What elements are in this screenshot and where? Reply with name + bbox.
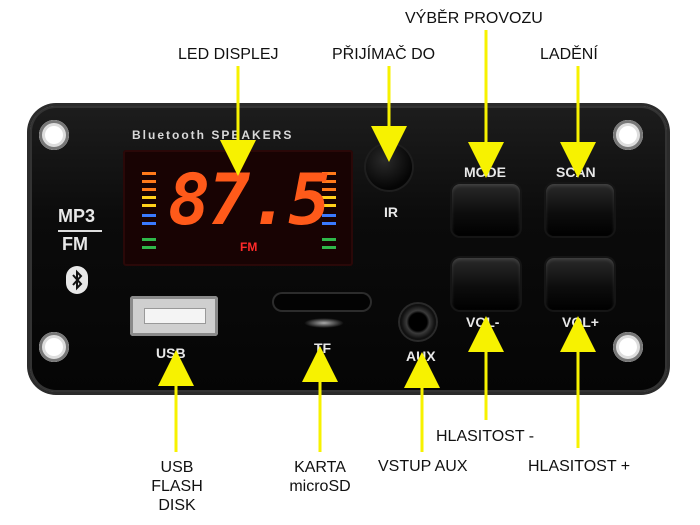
callout-usb: USB FLASH DISK xyxy=(142,458,212,515)
mount-hole-bottom-left xyxy=(39,332,69,362)
bluetooth-icon xyxy=(66,266,88,294)
callout-usb-line-1: USB xyxy=(160,459,194,476)
mount-hole-bottom-right xyxy=(613,332,643,362)
callout-vol-plus: HLASITOST + xyxy=(528,458,631,475)
scan-button[interactable] xyxy=(546,184,614,236)
callout-tf: KARTA microSD xyxy=(270,458,370,496)
mount-hole-top-right xyxy=(613,120,643,150)
mount-hole-top-left xyxy=(39,120,69,150)
usb-tongue xyxy=(144,308,206,324)
callout-ir: PŘIJÍMAČ DO xyxy=(332,46,436,63)
aux-jack[interactable] xyxy=(400,304,436,340)
vol-minus-button[interactable] xyxy=(452,258,520,310)
callout-tf-line-2: microSD xyxy=(289,478,351,495)
logo-fm: FM xyxy=(62,234,88,254)
ir-label: IR xyxy=(384,204,398,220)
brand-text: Bluetooth SPEAKERS xyxy=(132,128,294,142)
usb-port[interactable] xyxy=(130,296,218,336)
logo-mp3: MP3 xyxy=(58,206,96,226)
logo-divider xyxy=(58,230,102,232)
callout-aux: VSTUP AUX xyxy=(378,458,468,475)
callout-tf-line-1: KARTA xyxy=(294,459,346,476)
callout-vol-minus: HLASITOST - xyxy=(436,428,535,445)
tf-slot[interactable] xyxy=(274,294,370,310)
mode-button[interactable] xyxy=(452,184,520,236)
led-band: FM xyxy=(240,240,258,254)
callout-mode: VÝBĚR PROVOZU xyxy=(405,10,543,27)
tf-slot-shine xyxy=(304,318,344,328)
callout-led: LED DISPLEJ xyxy=(178,46,279,63)
led-level-bars xyxy=(142,172,336,249)
callout-usb-line-2: FLASH xyxy=(151,478,203,495)
vol-plus-button[interactable] xyxy=(546,258,614,310)
callout-scan: LADĚNÍ xyxy=(540,46,598,63)
callout-usb-line-3: DISK xyxy=(158,497,196,514)
